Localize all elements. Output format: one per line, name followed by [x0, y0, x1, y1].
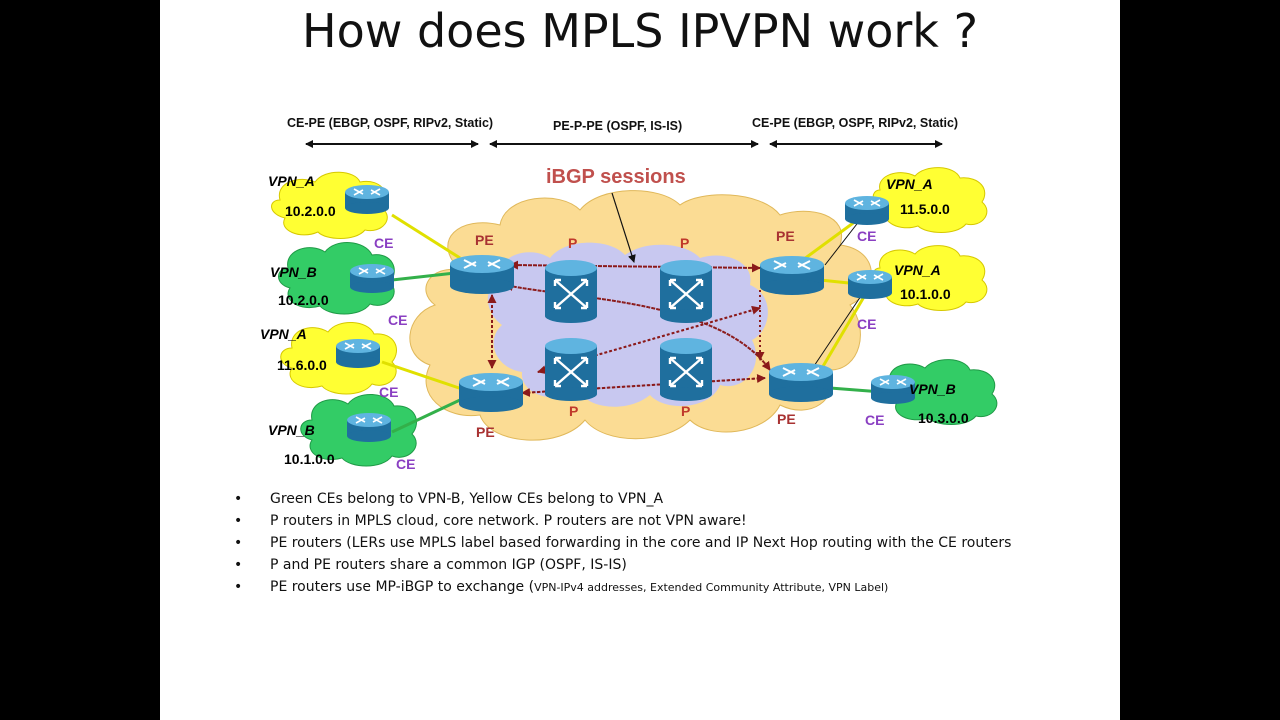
site-network-label: 10.2.0.0	[285, 203, 336, 219]
link-ce-vpn-a-10-1	[820, 289, 870, 369]
bullet-item: • P routers in MPLS cloud, core network. …	[230, 510, 1011, 532]
pe-router-left-bottom	[458, 372, 524, 413]
site-vpn-label: VPN_A	[886, 176, 933, 192]
ibgp-sessions-label: iBGP sessions	[546, 166, 686, 188]
bullet-dot: •	[234, 557, 243, 573]
pe-label: PE	[476, 424, 495, 440]
p-router-top-right	[658, 258, 714, 325]
site-vpn-label: VPN_B	[270, 264, 317, 280]
link-ce-vpn-a-11-6	[381, 360, 466, 392]
site-ce-label: CE	[857, 228, 877, 244]
site-ce-label: CE	[374, 235, 394, 251]
ce-router-vpn-a-10-1	[847, 269, 893, 300]
pe-label: PE	[776, 228, 795, 244]
p-router-top-left	[543, 258, 599, 325]
site-network-label: 11.5.0.0	[900, 201, 950, 217]
network-diagram	[271, 140, 998, 467]
bullet-dot: •	[234, 579, 243, 595]
site-ce-label: CE	[857, 316, 877, 332]
bullet-text: P routers in MPLS cloud, core network. P…	[270, 513, 747, 529]
site-cloud-vpn-b-10-3	[882, 359, 998, 425]
ce-router-vpn-a-11-5	[844, 195, 890, 226]
site-network-label: 10.2.0.0	[278, 292, 329, 308]
pe-router-left-top	[449, 254, 515, 295]
pe-router-right-top	[759, 255, 825, 296]
bullet-item: • P and PE routers share a common IGP (OS…	[230, 554, 1011, 576]
site-network-label: 10.3.0.0	[918, 410, 969, 426]
link-ce-vpn-b-10-1	[391, 398, 461, 434]
ce-router-vpn-a-11-6	[335, 338, 381, 369]
link-pe-ce-right-top	[824, 219, 861, 266]
p-router-bottom-left	[543, 336, 599, 403]
slide-title: How does MPLS IPVPN work ?	[302, 4, 978, 58]
site-network-label: 10.1.0.0	[284, 451, 335, 467]
site-ce-label: CE	[388, 312, 408, 328]
ce-router-vpn-a-10-2	[344, 184, 390, 215]
site-cloud-vpn-b-10-2	[278, 242, 395, 315]
bullet-dot: •	[234, 513, 243, 529]
link-ce-vpn-a-11-5	[799, 216, 861, 264]
site-vpn-label: VPN_A	[260, 326, 307, 342]
header-middle-pe-p-pe: PE-P-PE (OSPF, IS-IS)	[553, 119, 683, 133]
pe-router-right-bottom	[768, 362, 834, 403]
site-network-label: 10.1.0.0	[900, 286, 951, 302]
bullet-text: Green CEs belong to VPN-B, Yellow CEs be…	[270, 491, 664, 507]
bullet-text: PE routers use MP-iBGP to exchange (	[270, 579, 535, 595]
ibgp-pointer-arrow	[611, 192, 636, 263]
site-ce-label: CE	[865, 412, 885, 428]
ce-router-vpn-b-10-2	[349, 263, 395, 294]
bullet-text-small: VPN-IPv4 addresses, Extended Community A…	[534, 581, 889, 594]
p-label: P	[569, 403, 579, 419]
bullet-item: • PE routers (LERs use MPLS label based f…	[230, 532, 1011, 554]
site-vpn-label: VPN_B	[268, 422, 315, 438]
site-ce-label: CE	[396, 456, 416, 472]
header-right-ce-pe: CE-PE (EBGP, OSPF, RIPv2, Static)	[752, 116, 959, 130]
site-network-label: 11.6.0.0	[277, 357, 327, 373]
site-vpn-label: VPN_B	[909, 381, 956, 397]
bullet-text: P and PE routers share a common IGP (OSP…	[270, 557, 627, 573]
site-vpn-label: VPN_A	[268, 173, 315, 189]
p-router-bottom-right	[658, 336, 714, 403]
pe-label: PE	[777, 411, 796, 427]
ce-router-vpn-b-10-1	[346, 412, 392, 443]
link-ce-vpn-a-10-2	[391, 213, 461, 260]
p-label: P	[568, 235, 578, 251]
bullet-item: • PE routers use MP-iBGP to exchange (VPN…	[230, 576, 1011, 598]
p-label: P	[681, 403, 691, 419]
site-vpn-label: VPN_A	[894, 262, 941, 278]
bullet-dot: •	[234, 491, 243, 507]
slide: How does MPLS IPVPN work ? CE-PE (EBGP, …	[160, 0, 1120, 720]
bullet-dot: •	[234, 535, 243, 551]
site-ce-label: CE	[379, 384, 399, 400]
pe-label: PE	[475, 232, 494, 248]
bullet-list: • Green CEs belong to VPN-B, Yellow CEs b…	[230, 488, 1011, 598]
link-pe-ce-right-mid	[809, 289, 866, 373]
p-label: P	[680, 235, 690, 251]
bullet-item: • Green CEs belong to VPN-B, Yellow CEs b…	[230, 488, 1011, 510]
bullet-text: PE routers (LERs use MPLS label based fo…	[270, 535, 1012, 551]
link-ce-vpn-b-10-2	[391, 271, 456, 282]
header-left-ce-pe: CE-PE (EBGP, OSPF, RIPv2, Static)	[287, 116, 494, 130]
